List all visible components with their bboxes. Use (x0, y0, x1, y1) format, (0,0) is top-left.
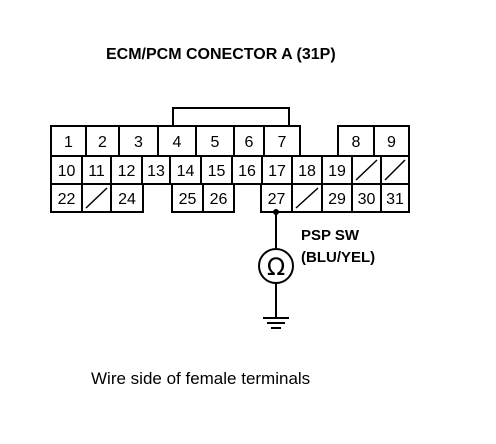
row1-pins: 1 2 3 4 5 6 7 8 9 (50, 125, 410, 157)
pin-cell (202, 183, 235, 213)
pin-label: 5 (211, 134, 220, 151)
pin-cell (380, 183, 410, 213)
pin-label: 8 (352, 134, 361, 151)
pin-label: 22 (58, 191, 76, 208)
pin-label: 31 (386, 191, 404, 208)
connector-title: ECM/PCM CONECTOR A (31P) (106, 46, 336, 63)
pin-label: 2 (98, 134, 107, 151)
ohm-icon: Ω (267, 253, 285, 281)
pin-label: 1 (64, 134, 73, 151)
wire-junction (273, 209, 279, 215)
unused-pin-slash (295, 187, 319, 209)
unused-pin-slash (384, 159, 406, 181)
pin-label: 3 (134, 134, 143, 151)
pin-label: 10 (58, 163, 76, 180)
caption: Wire side of female terminals (91, 369, 310, 388)
pin-label: 18 (298, 163, 316, 180)
pin-label: 9 (387, 134, 396, 151)
pin-label: 15 (208, 163, 226, 180)
pin-label: 6 (245, 134, 254, 151)
pin-label: 24 (118, 191, 136, 208)
pin-label: 4 (173, 134, 182, 151)
pin-label: 17 (268, 163, 286, 180)
unused-pin-slash (355, 159, 378, 181)
ground-icon (263, 317, 289, 329)
pin-label: 26 (210, 191, 228, 208)
pin-label: 12 (118, 163, 136, 180)
switch-wire-color: (BLU/YEL) (301, 249, 375, 266)
row3-pins: 22 24 25 26 27 29 30 31 (50, 183, 410, 213)
unused-pin-slash (85, 187, 108, 209)
pin-label: 11 (88, 163, 105, 180)
pin-label: 14 (177, 163, 195, 180)
pin-label: 25 (179, 191, 197, 208)
pin-label: 13 (147, 163, 165, 180)
pin-label: 30 (358, 191, 376, 208)
pin-label: 29 (328, 191, 346, 208)
pin-cell (110, 183, 144, 213)
pin-label: 27 (268, 191, 286, 208)
pin-label: 16 (238, 163, 256, 180)
pin-label: 7 (278, 134, 287, 151)
pin-label: 19 (328, 163, 346, 180)
row2-pins: 10 11 12 13 14 15 16 17 18 19 (50, 155, 410, 185)
switch-name: PSP SW (301, 227, 360, 244)
jumper-bracket (172, 107, 290, 126)
